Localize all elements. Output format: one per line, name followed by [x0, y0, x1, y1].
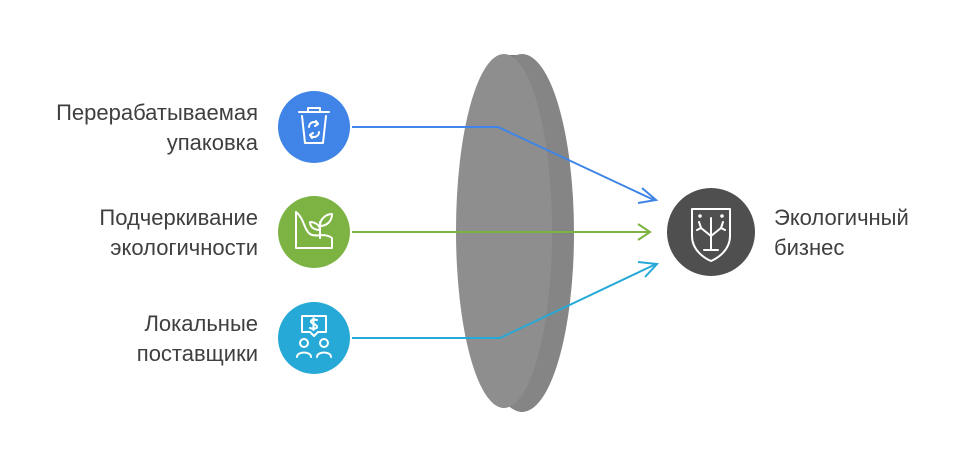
connector-suppliers — [352, 263, 657, 339]
label-line: Перерабатываемая — [56, 100, 258, 125]
sprout-icon — [295, 211, 333, 249]
label-line: Подчеркивание — [99, 205, 258, 230]
label-line: упаковка — [166, 130, 258, 155]
arrowhead-eco — [637, 223, 652, 241]
recycle-bin-icon — [298, 107, 330, 144]
label-line: Экологичный — [774, 205, 909, 230]
label-recyclable-packaging: Перерабатываемая упаковка — [8, 98, 258, 158]
eco-shield-tree-icon — [691, 208, 731, 262]
label-local-suppliers: Локальные поставщики — [8, 309, 258, 369]
label-eco-emphasis: Подчеркивание экологичности — [8, 203, 258, 263]
connectors — [352, 126, 660, 339]
node-local-suppliers — [278, 302, 350, 374]
label-line: бизнес — [774, 235, 845, 260]
local-suppliers-icon — [296, 315, 332, 358]
connector-recycling — [352, 126, 655, 201]
arrowhead-recycling — [637, 187, 659, 204]
node-recyclable-packaging — [278, 91, 350, 163]
label-line: Локальные — [144, 311, 258, 336]
node-eco-business — [667, 188, 755, 276]
node-eco-emphasis — [278, 196, 350, 268]
label-line: экологичности — [110, 235, 258, 260]
label-line: поставщики — [136, 341, 258, 366]
arrowhead-suppliers — [637, 261, 660, 278]
label-eco-business: Экологичный бизнес — [774, 203, 967, 263]
